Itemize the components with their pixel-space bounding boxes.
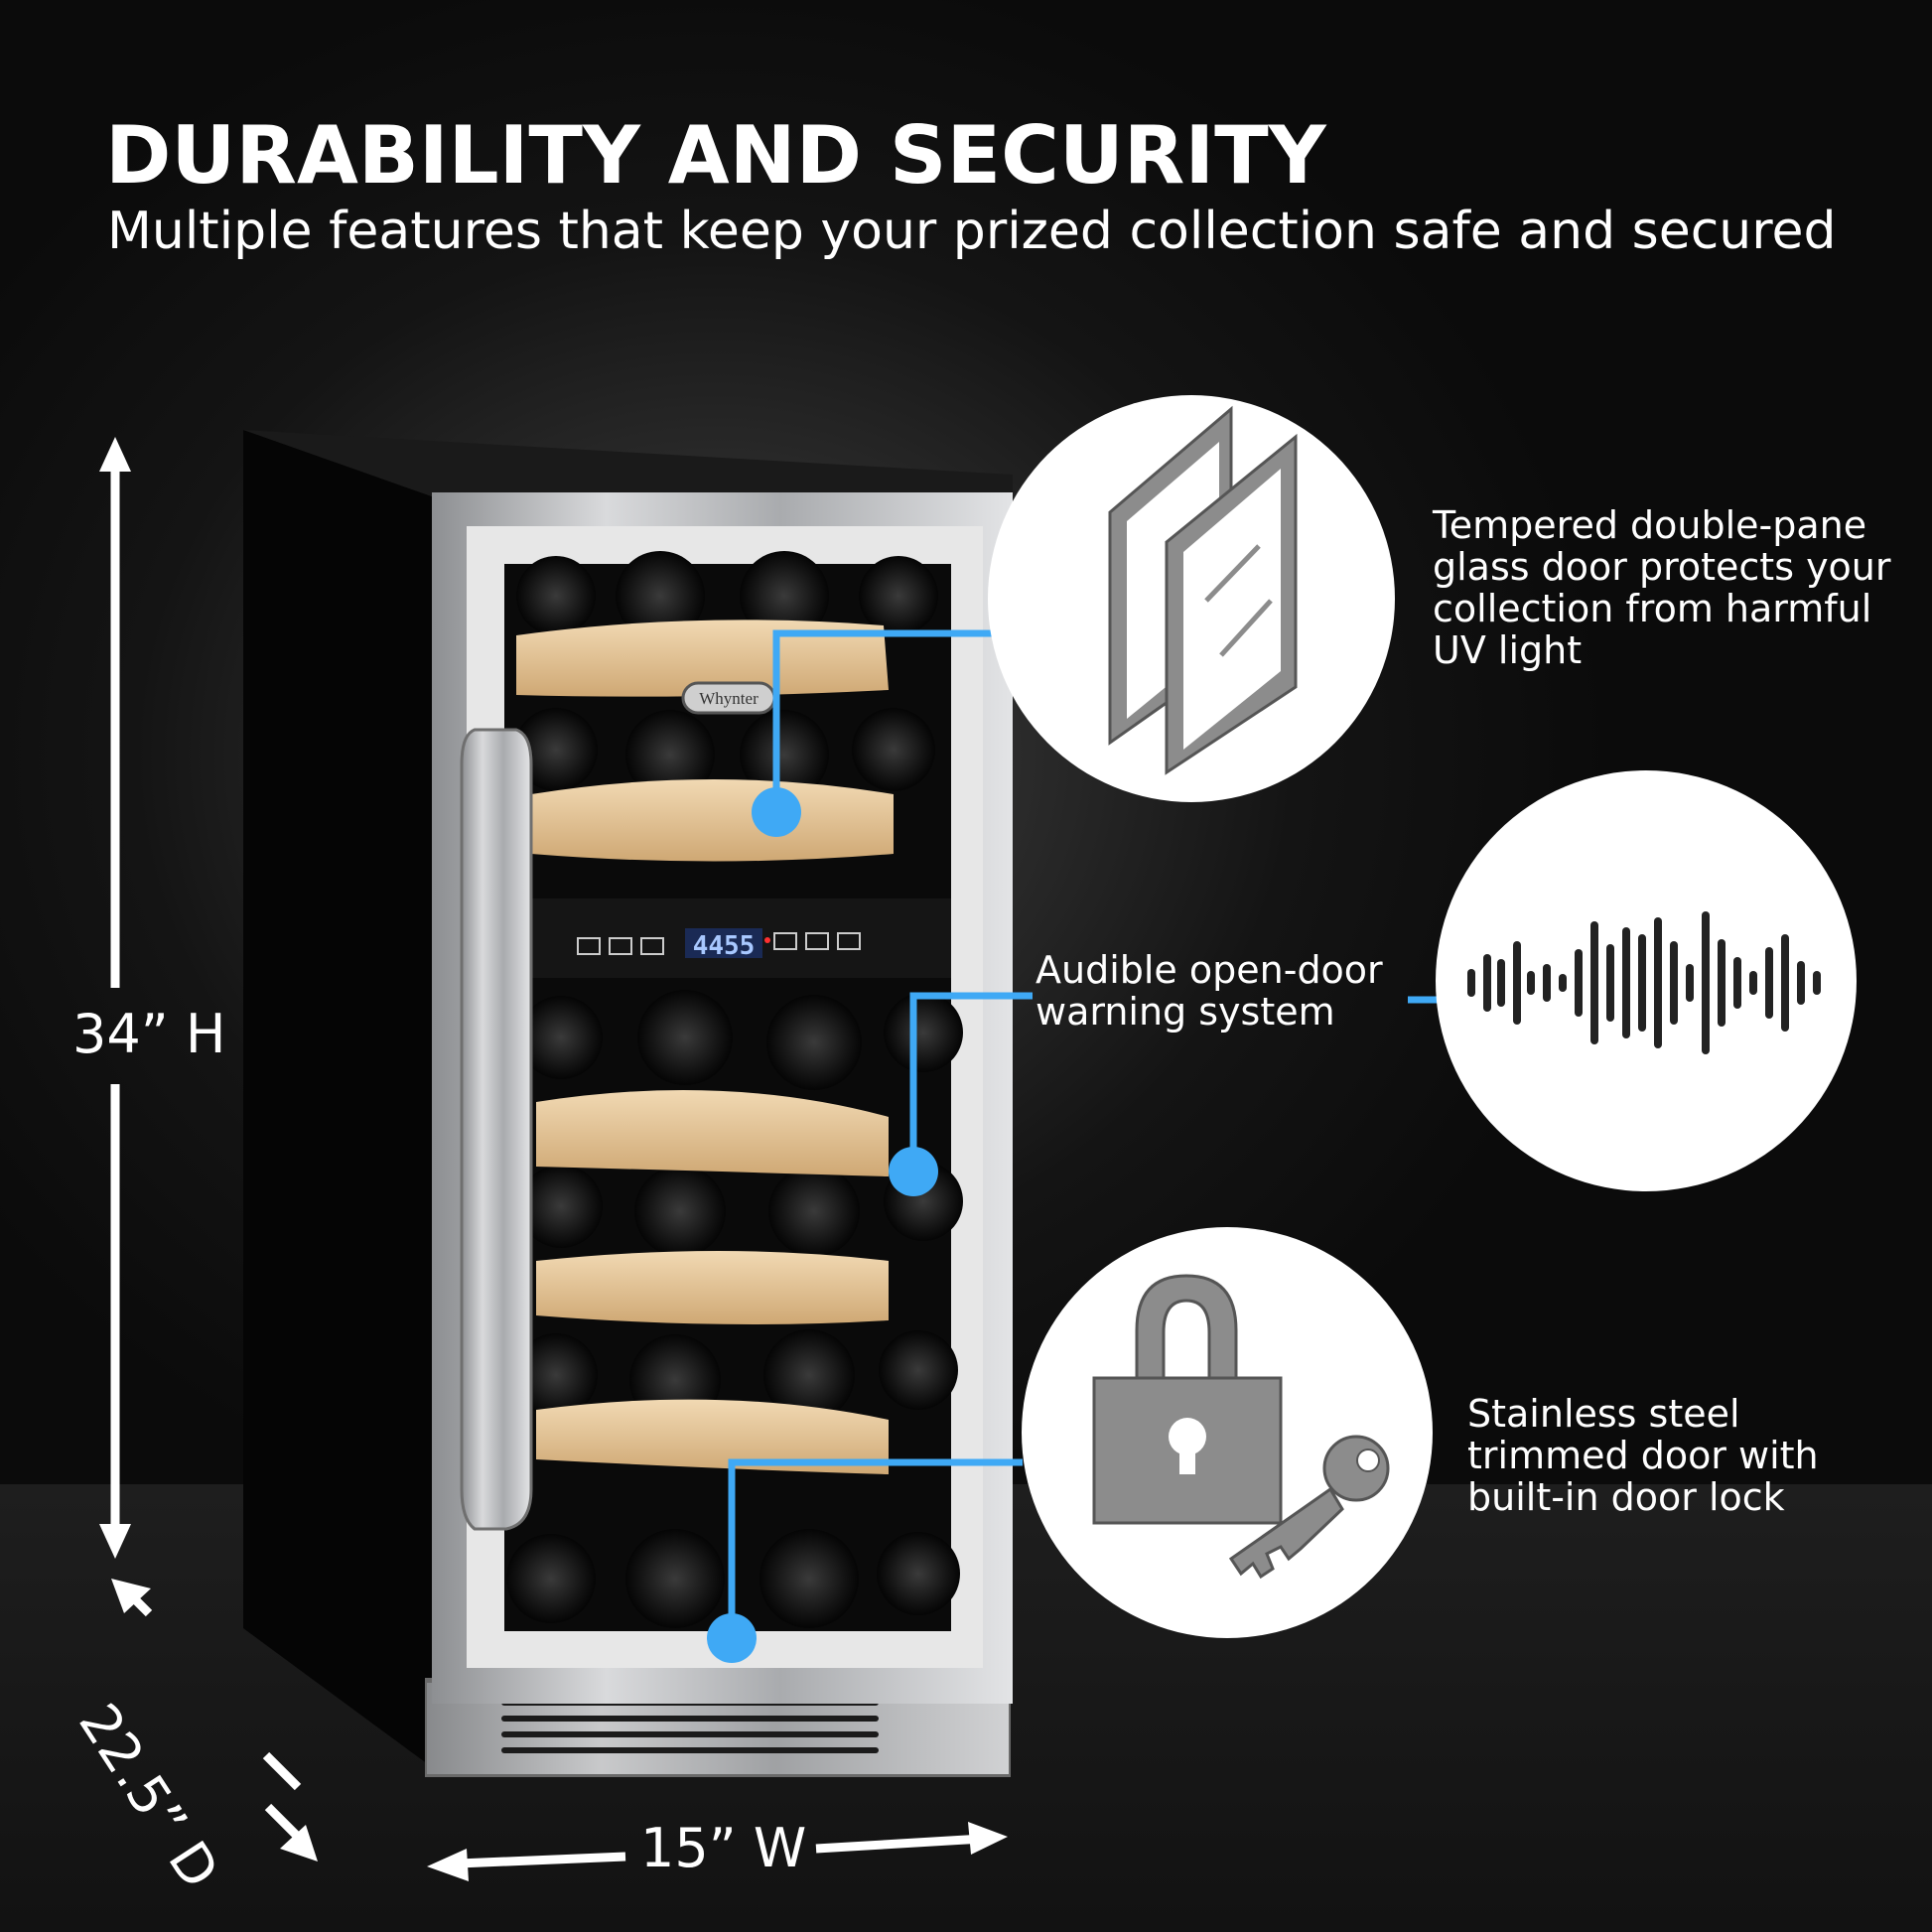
door-handle bbox=[460, 728, 533, 1531]
brand-badge: Whynter bbox=[681, 681, 776, 715]
feature-text-lock: Stainless steel trimmed door with built-… bbox=[1467, 1392, 1819, 1519]
height-label: 34” H bbox=[72, 1003, 226, 1065]
callout-connectors bbox=[728, 629, 1445, 1635]
glass-pane-icon bbox=[988, 395, 1395, 802]
feature-text-alarm: Audible open-door warning system bbox=[1035, 948, 1383, 1034]
wine-cooler: Whynter 4455 bbox=[243, 430, 1013, 1777]
width-label: 15” W bbox=[640, 1817, 807, 1879]
lock-key-icon bbox=[1022, 1227, 1433, 1638]
height-dimension-arrow bbox=[99, 437, 131, 1559]
sound-wave-icon bbox=[1436, 770, 1857, 1191]
page-title: DURABILITY AND SECURITY bbox=[105, 109, 1326, 202]
temperature-display: 4455 bbox=[693, 931, 756, 961]
callout-dots bbox=[707, 787, 938, 1663]
wooden-shelves bbox=[516, 620, 894, 1474]
control-panel: 4455 bbox=[504, 898, 951, 978]
depth-dimension-arrow bbox=[111, 1579, 318, 1862]
width-dimension-arrow bbox=[427, 1822, 1008, 1881]
brand-label: Whynter bbox=[699, 689, 759, 708]
page-subtitle: Multiple features that keep your prized … bbox=[107, 202, 1837, 261]
feature-text-glass: Tempered double-pane glass door protects… bbox=[1433, 503, 1891, 672]
